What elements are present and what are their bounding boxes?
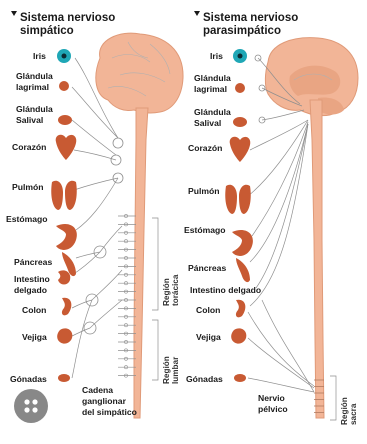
organ-label-colon: Colon [22,305,46,315]
lung-icon [51,181,77,210]
organ-label-glandula-lagrimal-1: Glándula [16,71,53,81]
gonads-icon [58,374,70,382]
region-lumbar-label-2: lumbar [171,356,180,384]
region-lumbar-label-1: Región [162,356,171,384]
sympathetic-ganglion-chain [118,214,136,377]
bladder-icon [57,328,72,343]
lacrimal-gland-icon [59,81,69,91]
parasympathetic-panel: Sistema nervioso parasimpático Región s [184,11,358,425]
image-search-button[interactable] [14,389,48,423]
organ-label-estomago: Estómago [6,214,48,224]
organ-label-corazon: Corazón [12,142,46,152]
organ-label-pancreas: Páncreas [14,257,52,267]
organ-label-colon: Colon [196,305,220,315]
stomach-icon [56,224,77,250]
chain-label-line3: del simpático [82,407,137,417]
stomach-icon [232,230,253,256]
colon-icon [236,300,245,318]
chain-label-line2: ganglionar [82,396,127,406]
organ-label-glandula-salival-2: Salival [194,118,221,128]
organ-label-glandula-lagrimal-1: Glándula [194,73,231,83]
salivary-gland-icon [233,117,247,127]
pelvic-nerve-label-line2: pélvico [258,404,288,414]
pancreas-icon [236,258,250,282]
organ-label-delgado: delgado [14,285,47,295]
gonads-icon [234,374,246,382]
lacrimal-gland-icon [235,83,245,93]
lung-icon [225,185,251,214]
organ-label-pulmon: Pulmón [188,186,220,196]
organ-label-glandula-lagrimal-2: lagrimal [16,82,49,92]
organ-label-vejiga: Vejiga [22,332,47,342]
organ-label-vejiga: Vejiga [196,332,221,342]
organ-label-glandula-lagrimal-2: lagrimal [194,84,227,94]
organ-label-gonadas: Gónadas [186,374,223,384]
intestine-icon [58,270,70,284]
image-search-icon [14,389,48,423]
organ-label-intestino: Intestino [14,274,50,284]
parasympathetic-title-line1: Sistema nervioso [203,12,298,24]
organ-label-glandula-salival-1: Glándula [194,107,231,117]
title-marker-icon [194,11,200,16]
salivary-gland-icon [58,115,72,125]
sympathetic-title-line2: simpático [20,25,74,37]
sympathetic-panel: Sistema nervioso simpático [6,11,183,418]
region-sacra-label-2: sacra [349,403,358,425]
region-toracica-label-1: Región [162,278,171,306]
pelvic-nerve-label-line1: Nervio [258,393,285,403]
region-sacra-label-1: Región [340,397,349,425]
pupil [238,54,243,59]
bladder-icon [231,328,246,343]
title-marker-icon [11,11,17,16]
heart-icon [56,135,77,160]
organ-label-glandula-salival-1: Glándula [16,104,53,114]
spinal-cord [310,100,324,418]
chain-label-line1: Cadena [82,385,113,395]
spinal-cord [134,108,148,418]
ganglion [113,138,123,148]
heart-icon [230,137,251,162]
organ-label-corazon: Corazón [188,143,222,153]
brain-inner-structure [289,66,340,96]
organ-label-pulmon: Pulmón [12,182,44,192]
organ-label-iris: Iris [210,51,223,61]
colon-icon [62,298,71,316]
organ-label-intestino-delgado: Intestino delgado [190,285,261,295]
sympathetic-title-line1: Sistema nervioso [20,12,115,24]
organ-label-iris: Iris [33,51,46,61]
parasympathetic-title-line2: parasimpático [203,25,281,37]
organ-label-pancreas: Páncreas [188,263,226,273]
region-toracica-label-2: torácica [171,274,180,306]
organ-label-estomago: Estómago [184,225,226,235]
organ-label-glandula-salival-2: Salival [16,115,43,125]
organ-label-gonadas: Gónadas [10,374,47,384]
pupil [62,54,67,59]
